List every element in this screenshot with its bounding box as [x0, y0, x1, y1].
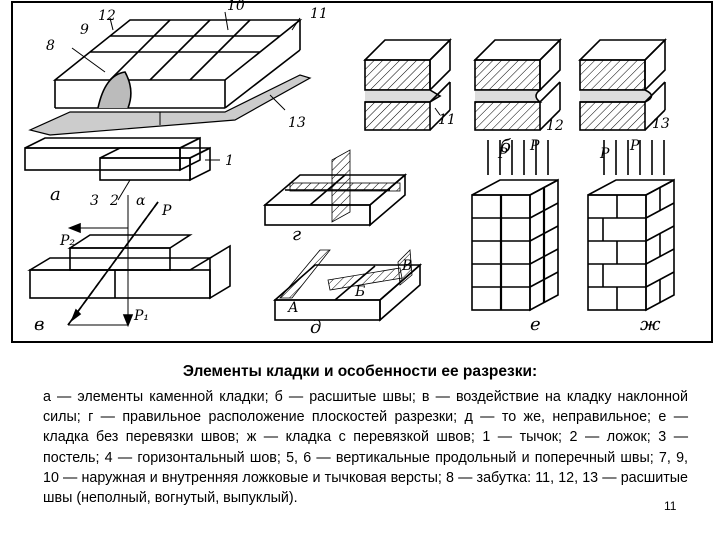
sublabel-v: в: [34, 314, 44, 335]
part-v: В: [401, 258, 412, 274]
force-p-zh1: P: [599, 146, 610, 162]
label-5: 8: [46, 38, 55, 54]
label-12: 12: [546, 118, 564, 134]
part-labels: А Б В: [287, 258, 412, 316]
force-p2: P₂: [59, 233, 75, 249]
sublabel-a: а: [50, 184, 61, 205]
force-p-e2: P: [529, 138, 540, 154]
sublabel-g: г: [292, 224, 301, 245]
part-a: А: [287, 300, 299, 316]
masonry-figure: 12 10 11 9 8 13 1 2 3 11 12 13 а б в г д…: [10, 0, 715, 345]
masonry-drawing: 12 10 11 9 8 13 1 2 3 11 12 13 а б в г д…: [11, 0, 713, 343]
label-7: 12: [98, 8, 116, 24]
label-9: 11: [310, 6, 328, 22]
force-labels: P P₂ P₁ α P P P P: [59, 138, 640, 324]
label-8: 10: [227, 0, 245, 14]
label-3: 3: [90, 193, 99, 209]
panel-a: [24, 11, 312, 201]
force-alpha: α: [136, 193, 146, 209]
sublabel-d: д: [310, 317, 321, 338]
force-p-zh2: P: [629, 138, 640, 154]
label-11: 11: [438, 112, 456, 128]
label-13: 13: [652, 116, 670, 132]
panel-d: [272, 249, 423, 322]
part-b: Б: [354, 284, 365, 300]
page-number: 11: [664, 499, 677, 513]
panel-zh: [587, 140, 675, 312]
sublabel-zh: ж: [640, 314, 661, 335]
figure-sublabels: а б в г д е ж: [34, 136, 661, 338]
panel-v: [27, 195, 231, 328]
label-1: 1: [225, 153, 234, 169]
sublabel-b: б: [500, 136, 512, 157]
label-2: 2: [109, 193, 119, 209]
force-p1: P₁: [133, 308, 149, 324]
figure-numbers: 12 10 11 9 8 13 1 2 3 11 12 13: [46, 0, 670, 209]
label-10: 13: [288, 115, 306, 131]
force-p-e1: P: [497, 146, 508, 162]
panel-g: [262, 149, 408, 227]
sublabel-e: е: [530, 314, 541, 335]
caption-body: а — элементы каменной кладки; б — расшит…: [43, 389, 688, 507]
label-6: 9: [80, 22, 89, 38]
force-p: P: [161, 203, 172, 219]
caption-title: Элементы кладки и особенности ее разрезк…: [182, 363, 538, 380]
panel-b: [363, 38, 667, 131]
panel-e: [471, 140, 559, 312]
